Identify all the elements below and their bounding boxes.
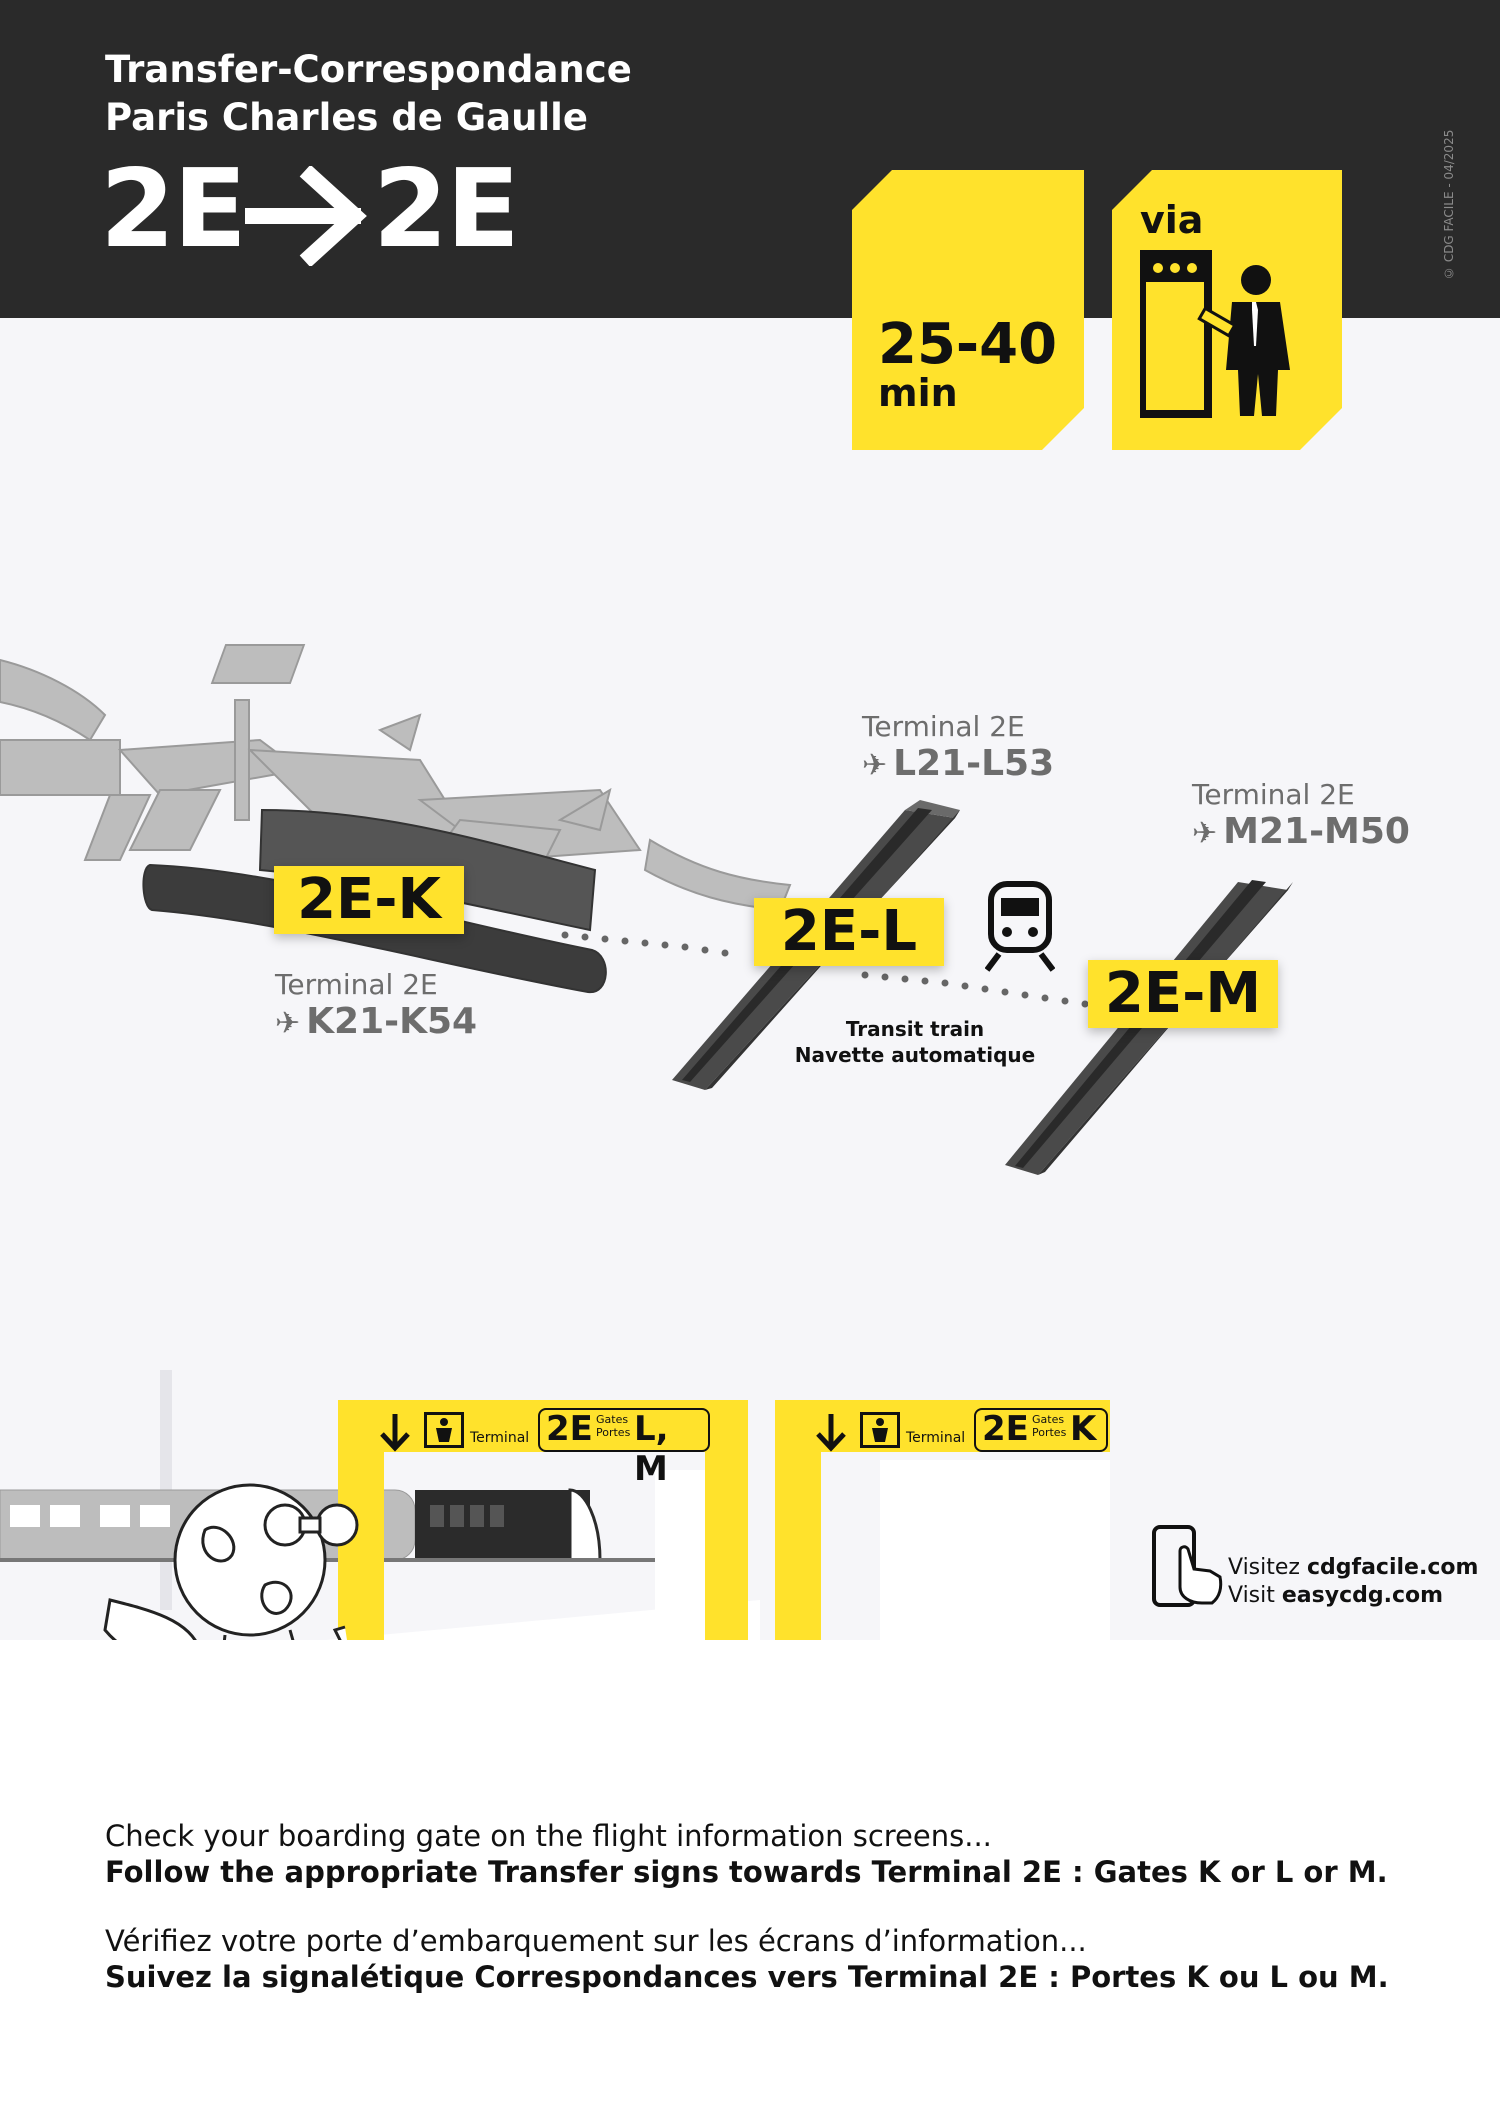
- visit-en-link[interactable]: easycdg.com: [1281, 1583, 1444, 1608]
- route-from: 2E: [100, 147, 247, 272]
- train-icon: [985, 881, 1055, 972]
- transit-line-1: Transit train: [845, 1017, 985, 1041]
- route-heading: 2E 2E: [100, 147, 520, 272]
- sign-left-terminal-word: Terminal: [470, 1430, 530, 1446]
- plane-icon: ✈: [862, 748, 888, 783]
- transfer-time-value: 25-40: [878, 312, 1058, 377]
- route-to: 2E: [372, 147, 520, 272]
- terminal-k-gates: K21-K54: [306, 1001, 478, 1042]
- instructions-en-line1: Check your boarding gate on the flight i…: [105, 1819, 992, 1853]
- transit-route-dots: [561, 931, 1089, 1008]
- sign-left-terminal: 2E: [546, 1409, 593, 1449]
- arrow-right-icon: [244, 166, 367, 267]
- title-line-1: Transfer-Correspondance: [105, 48, 632, 91]
- instructions-en-line2: Follow the appropriate Transfer signs to…: [105, 1855, 1388, 1889]
- visit-text: Visitez cdgfacile.com Visit easycdg.com: [1228, 1554, 1478, 1610]
- terminal-m-info: Terminal 2E ✈M21-M50: [1192, 778, 1410, 852]
- phone-tap-icon: [1152, 1525, 1223, 1607]
- transit-line-2: Navette automatique: [794, 1043, 1036, 1067]
- terminal-l-gates: L21-L53: [893, 743, 1055, 784]
- instructions-fr: Vérifiez votre porte d’embarquement sur …: [105, 1923, 1389, 1995]
- terminal-k-gates-line: ✈K21-K54: [275, 1001, 477, 1042]
- terminal-m-label: Terminal 2E: [1192, 778, 1355, 811]
- terminal-l-gates-line: ✈L21-L53: [862, 743, 1054, 784]
- time-card: [852, 170, 1084, 450]
- tag-2e-l: 2E-L: [754, 898, 944, 966]
- terminal-l-info: Terminal 2E ✈L21-L53: [862, 710, 1054, 784]
- sign-right-terminal-word: Terminal: [906, 1430, 966, 1446]
- terminal-m-gates-line: ✈M21-M50: [1192, 811, 1410, 852]
- sign-left-letters: L, M: [634, 1409, 669, 1489]
- visit-fr: Visitez cdgfacile.com: [1228, 1554, 1478, 1582]
- via-card: [1112, 170, 1342, 450]
- visit-fr-link[interactable]: cdgfacile.com: [1306, 1555, 1479, 1580]
- tag-2e-k: 2E-K: [274, 866, 464, 934]
- title-line-2: Paris Charles de Gaulle: [105, 96, 588, 139]
- transit-train-label: Transit train Navette automatique: [780, 1016, 1050, 1068]
- sign-left-gates-fr: Portes: [596, 1426, 631, 1439]
- terminal-2e-main-building: [0, 644, 792, 912]
- terminal-map: [0, 644, 1293, 1175]
- plane-icon: ✈: [275, 1006, 301, 1041]
- visit-en-prefix: Visit: [1228, 1583, 1282, 1608]
- terminal-k-label: Terminal 2E: [275, 968, 438, 1001]
- terminal-l-label: Terminal 2E: [862, 710, 1025, 743]
- footer-panel: [0, 1640, 1500, 2122]
- arrow-down-icon: [380, 1414, 410, 1452]
- transfer-security-icon: [424, 1412, 464, 1448]
- instructions-fr-line1: Vérifiez votre porte d’embarquement sur …: [105, 1924, 1087, 1958]
- visit-fr-prefix: Visitez: [1228, 1555, 1307, 1580]
- plane-icon: ✈: [1192, 816, 1218, 851]
- security-check-icon: [1140, 250, 1290, 418]
- visit-en: Visit easycdg.com: [1228, 1582, 1478, 1610]
- sign-right-gates-fr: Portes: [1032, 1426, 1067, 1439]
- page-title: Transfer-Correspondance Paris Charles de…: [105, 46, 632, 142]
- transfer-security-icon: [860, 1412, 900, 1448]
- terminal-k-info: Terminal 2E ✈K21-K54: [275, 968, 477, 1042]
- sign-right-gates-en: Gates: [1032, 1413, 1065, 1426]
- tag-2e-m: 2E-M: [1088, 960, 1278, 1028]
- transfer-time-unit: min: [878, 371, 958, 415]
- instructions-fr-line2: Suivez la signalétique Correspondances v…: [105, 1960, 1389, 1994]
- copyright-text: © CDG FACILE - 04/2025: [1442, 129, 1456, 280]
- via-label: via: [1140, 198, 1204, 242]
- sign-right-terminal: 2E: [982, 1409, 1029, 1449]
- sign-left-gates-en: Gates: [596, 1413, 629, 1426]
- arrow-down-icon: [816, 1414, 846, 1452]
- sign-right-letters: K: [1070, 1409, 1097, 1449]
- terminal-m-gates: M21-M50: [1223, 811, 1410, 852]
- instructions-en: Check your boarding gate on the flight i…: [105, 1818, 1388, 1890]
